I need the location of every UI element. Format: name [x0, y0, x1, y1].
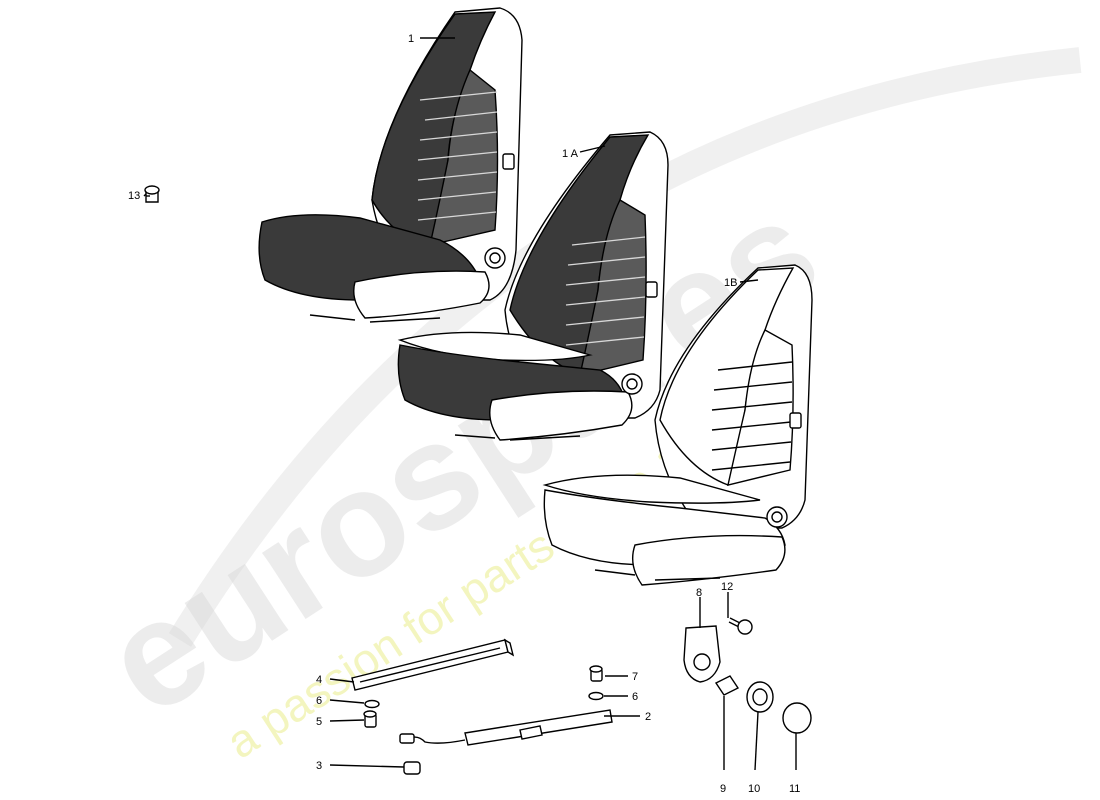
callout-labels: 1 1 A 1B 13 2 3 4 5 6 6 7 8 9 10 11 12 [128, 33, 800, 795]
part-12-screw [728, 617, 753, 635]
callout-6-left: 6 [316, 695, 322, 707]
callout-1b: 1B [724, 277, 737, 289]
part-7-bolt [589, 665, 603, 682]
belt-guide-icon [645, 281, 658, 298]
callout-13: 13 [128, 190, 140, 202]
part-6-washer-left [364, 699, 380, 709]
callout-7: 7 [632, 671, 638, 683]
callout-5: 5 [316, 716, 322, 728]
callout-2: 2 [645, 711, 651, 723]
part-11-cap [782, 702, 812, 734]
callout-12: 12 [721, 581, 733, 593]
part-13-cap [144, 185, 160, 203]
part-9-clip [714, 675, 740, 696]
part-4-rail [351, 638, 515, 691]
callout-1a: 1 A [562, 148, 579, 160]
callout-9: 9 [720, 783, 726, 795]
callout-3: 3 [316, 760, 322, 772]
part-2-rail [399, 709, 613, 746]
part-3-cap [403, 761, 421, 775]
part-8-bracket [683, 625, 721, 683]
belt-guide-icon [502, 153, 515, 170]
belt-guide-icon [789, 412, 802, 429]
part-5-bolt [363, 710, 377, 728]
callout-10: 10 [748, 783, 760, 795]
callout-6-right: 6 [632, 691, 638, 703]
callout-4: 4 [316, 674, 322, 686]
callout-1: 1 [408, 33, 414, 45]
part-6-washer-right [588, 691, 604, 701]
part-10-bushing [746, 681, 774, 713]
callout-11: 11 [789, 783, 800, 795]
callout-8: 8 [696, 587, 702, 599]
leader-lines [143, 37, 797, 771]
seat-1b [542, 264, 813, 586]
seat-1a [397, 131, 669, 441]
seat-1 [258, 7, 523, 323]
